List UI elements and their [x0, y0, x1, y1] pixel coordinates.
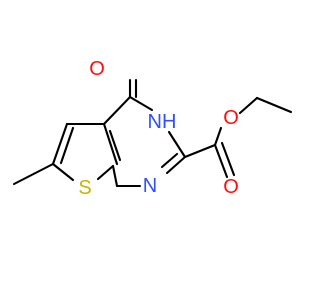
bond-carboxyl-o [213, 126, 223, 147]
bond-o-ethyl-ch2 [238, 96, 259, 115]
ring-nh-label: NH [148, 111, 177, 133]
bond-c7a-s-link [111, 164, 119, 188]
bond-c2-n-inner [160, 152, 179, 169]
molecule-structure-diagram: O NH N O O S [12, 58, 293, 199]
bond-c4a-c7a-outer [102, 122, 119, 166]
bond-c6-c5-outer [51, 122, 69, 166]
bond-c4-nh [128, 95, 154, 112]
bond-c4a-c4 [102, 95, 132, 126]
carbonyl-oxygen-label: O [89, 58, 105, 80]
bond-nh-c2 [167, 130, 187, 159]
bond-c6-c5-inner [59, 126, 75, 165]
ester-carbonyl-oxygen-label: O [223, 176, 239, 198]
ring-n-label: N [143, 175, 157, 197]
bond-carboxyl-o-double-b [220, 141, 236, 177]
bond-c6-s [51, 162, 75, 182]
bond-methyl-c6 [12, 162, 55, 186]
bond-s-c7a [96, 164, 115, 181]
bond-c2-carboxyl [183, 143, 217, 159]
sulfur-label: S [78, 177, 91, 199]
bond-ethyl-ch2-ch3 [255, 96, 293, 114]
bond-c4a-c7a-inner [108, 129, 122, 162]
bond-c2-n-outer [165, 155, 187, 175]
ester-oxygen-label: O [223, 107, 239, 129]
bond-carboxyl-o-double-a [213, 143, 229, 179]
atom-labels: O NH N O O S [78, 58, 238, 199]
bond-group [12, 78, 293, 188]
